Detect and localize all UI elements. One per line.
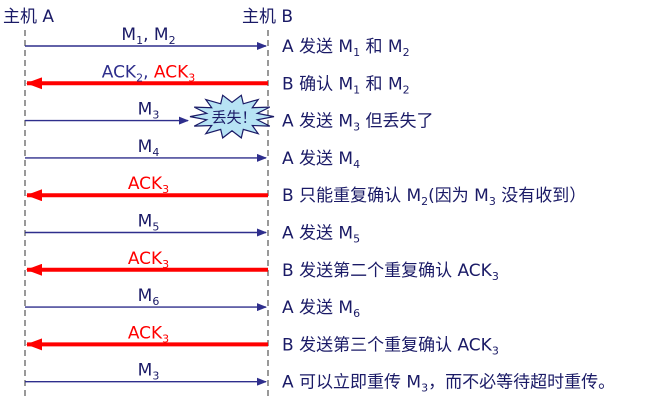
- subscript: 3: [489, 195, 496, 208]
- explanation-2: B 确认 M1 和 M2: [282, 74, 410, 96]
- subscript: 2: [421, 195, 428, 208]
- subscript: 5: [353, 233, 360, 246]
- text-run: M: [121, 25, 136, 45]
- subscript: 6: [152, 295, 159, 308]
- explanation-6: A 发送 M5: [282, 224, 360, 246]
- arrow-label-3: M3: [138, 100, 160, 122]
- arrow-label-1: M1, M2: [121, 25, 175, 47]
- subscript: 3: [162, 332, 169, 345]
- text-run: ,: [143, 62, 154, 82]
- arrow-label-9: ACK3: [128, 323, 169, 345]
- arrow-label-6: M5: [138, 212, 160, 234]
- text-run: M: [138, 212, 153, 232]
- arrow-label-8: M6: [138, 286, 160, 308]
- text-run: 和 M: [360, 74, 402, 94]
- text-run: B 发送第二个重复确认 ACK: [282, 261, 493, 281]
- subscript: 2: [403, 46, 410, 59]
- text-run: A 发送 M: [282, 224, 353, 244]
- text-run: (因为 M: [428, 186, 489, 206]
- text-run: ACK: [128, 174, 163, 194]
- subscript: 2: [403, 83, 410, 96]
- text-run: ACK: [154, 62, 189, 82]
- text-run: , M: [143, 25, 168, 45]
- lost-burst: [189, 94, 275, 139]
- arrow-label-10: M3: [138, 361, 160, 383]
- text-run: B 发送第三个重复确认 ACK: [282, 335, 493, 355]
- text-run: 没有收到）: [496, 186, 586, 206]
- text-run: A 发送 M: [282, 112, 353, 132]
- text-run: A 发送 M: [282, 298, 353, 318]
- text-run: B 确认 M: [282, 74, 353, 94]
- explanation-10: A 可以立即重传 M3，而不必等待超时重传。: [282, 373, 615, 395]
- subscript: 4: [353, 158, 360, 171]
- text-run: 但丢失了: [360, 112, 433, 132]
- text-run: ，而不必等待超时重传。: [428, 373, 615, 393]
- explanation-9: B 发送第三个重复确认 ACK3: [282, 335, 499, 357]
- subscript: 3: [492, 344, 499, 357]
- arrow-label-7: ACK3: [128, 249, 169, 271]
- arrow-label-4: M4: [138, 137, 160, 159]
- text-run: 和 M: [360, 37, 402, 57]
- subscript: 3: [152, 370, 159, 383]
- explanation-3: A 发送 M3 但丢失了: [282, 112, 434, 134]
- explanation-5: B 只能重复确认 M2(因为 M3 没有收到）: [282, 186, 586, 208]
- subscript: 3: [188, 71, 195, 84]
- explanation-7: B 发送第二个重复确认 ACK3: [282, 261, 499, 283]
- host-a-label: 主机 A: [3, 7, 54, 27]
- text-run: M: [138, 361, 153, 381]
- text-run: B 只能重复确认 M: [282, 186, 421, 206]
- text-run: M: [138, 137, 153, 157]
- text-run: A 可以立即重传 M: [282, 373, 421, 393]
- host-b-label: 主机 B: [242, 7, 293, 27]
- subscript: 2: [169, 34, 176, 47]
- subscript: 3: [353, 121, 360, 134]
- subscript: 3: [492, 270, 499, 283]
- subscript: 3: [421, 382, 428, 395]
- subscript: 3: [162, 258, 169, 271]
- arrow-label-2: ACK2, ACK3: [102, 62, 196, 84]
- subscript: 4: [152, 146, 159, 159]
- text-run: A 发送 M: [282, 37, 353, 57]
- explanation-1: A 发送 M1 和 M2: [282, 37, 410, 59]
- subscript: 1: [353, 46, 360, 59]
- explanation-4: A 发送 M4: [282, 149, 360, 171]
- subscript: 5: [152, 221, 159, 234]
- subscript: 2: [136, 71, 143, 84]
- arrow-label-5: ACK3: [128, 174, 169, 196]
- text-run: A 发送 M: [282, 149, 353, 169]
- subscript: 3: [162, 183, 169, 196]
- text-run: ACK: [102, 62, 137, 82]
- text-run: M: [138, 100, 153, 120]
- text-run: ACK: [128, 323, 163, 343]
- text-run: ACK: [128, 249, 163, 269]
- subscript: 1: [353, 83, 360, 96]
- subscript: 1: [136, 34, 143, 47]
- subscript: 3: [152, 109, 159, 122]
- text-run: M: [138, 286, 153, 306]
- lost-label: 丢失！: [211, 109, 256, 127]
- subscript: 6: [353, 307, 360, 320]
- explanation-8: A 发送 M6: [282, 298, 360, 320]
